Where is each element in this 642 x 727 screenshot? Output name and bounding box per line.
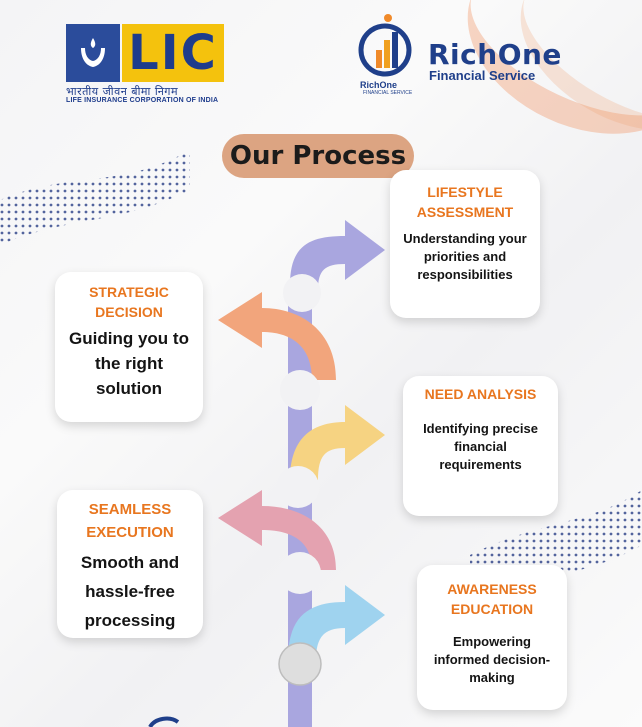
lic-logo: LIC भारतीय जीवन बीमा निगम LIFE INSURANCE… (66, 24, 226, 106)
arrow-blue (288, 585, 385, 660)
lic-hindi-name: भारतीय जीवन बीमा निगम (66, 85, 179, 98)
step-heading: LIFESTYLE ASSESSMENT (416, 184, 514, 220)
step-heading: STRATEGIC DECISION (89, 284, 169, 320)
hands-lamp-icon (81, 38, 105, 67)
junction-node (278, 642, 322, 686)
step-heading: AWARENESS EDUCATION (447, 581, 537, 617)
lic-english-name: LIFE INSURANCE CORPORATION OF INDIA (66, 97, 219, 104)
step-card-need-analysis: NEED ANALYSIS Identifying precise financ… (403, 376, 558, 516)
page-title: Our Process (222, 134, 414, 178)
richone-mini-brand: RichOne (360, 80, 398, 90)
richone-mini-subtitle: FINANCIAL SERVICE (363, 90, 413, 96)
arrow-yellow (290, 405, 385, 480)
step-body: Identifying precise financial requiremen… (423, 421, 538, 472)
step-body: Empowering informed decision-making (433, 634, 551, 685)
step-body: Smooth and hassle-free processing (80, 553, 180, 630)
step-body: Understanding your priorities and respon… (403, 231, 527, 282)
step-card-lifestyle-assessment: LIFESTYLE ASSESSMENT Understanding your … (390, 170, 540, 318)
richone-subtitle: Financial Service (429, 68, 536, 83)
step-card-awareness-education: AWARENESS EDUCATION Empowering informed … (417, 565, 567, 710)
junction-node (277, 466, 319, 508)
arrow-pink (218, 490, 336, 570)
lic-emblem (66, 24, 120, 82)
step-card-seamless-execution: SEAMLESS EXECUTION Smooth and hassle-fre… (57, 490, 203, 638)
junction-node (279, 552, 321, 594)
step-body: Guiding you to the right solution (69, 329, 189, 398)
step-heading: SEAMLESS EXECUTION (86, 501, 174, 541)
arrow-purple (290, 220, 385, 290)
richone-logo-mark (358, 14, 412, 77)
junction-node (283, 274, 321, 312)
richone-brand: RichOne (428, 38, 562, 71)
step-card-strategic-decision: STRATEGIC DECISION Guiding you to the ri… (55, 272, 203, 422)
step-heading: NEED ANALYSIS (424, 386, 537, 402)
lic-wordmark: LIC (122, 24, 224, 82)
arrow-orange (218, 292, 336, 380)
junction-node (280, 370, 320, 410)
